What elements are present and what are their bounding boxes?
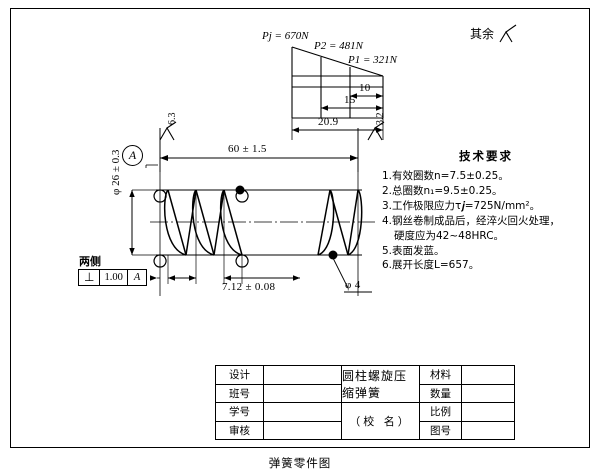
force-label-p2: P2 = 481N xyxy=(314,41,363,52)
tech-requirement-item: 6.展开长度L=657。 xyxy=(382,259,480,272)
dimension-20-9: 20.9 xyxy=(318,116,339,128)
dimension-10: 10 xyxy=(359,82,371,94)
title-block-right-label-column: 材料 数量 比例 图号 xyxy=(420,366,462,439)
title-block: 设计 班号 学号 审核 圆柱螺旋压缩弹簧 （校 名） 材料 数量 比例 图号 xyxy=(215,365,515,440)
title-block-value-field[interactable] xyxy=(462,422,514,440)
title-block-value-field[interactable] xyxy=(462,366,514,385)
drawing-frame xyxy=(10,8,590,448)
general-surface-note: 其余 xyxy=(470,27,495,41)
tolerance-note: 两侧 xyxy=(79,255,101,268)
geometric-tolerance-frame: ⊥ 1.00 A xyxy=(78,269,148,286)
figure-caption: 弹簧零件图 xyxy=(268,456,332,470)
tech-requirement-item: 2.总圈数n₁=9.5±0.25。 xyxy=(382,184,503,197)
title-block-row-label: 比例 xyxy=(420,403,462,422)
force-label-pj-text: Pj = 670N xyxy=(262,30,309,42)
force-label-p2-text: P2 = 481N xyxy=(314,40,363,52)
title-block-label-column: 设计 班号 学号 审核 xyxy=(216,366,264,439)
dimension-wire-diameter: φ 4 xyxy=(345,279,361,291)
title-block-value-field[interactable] xyxy=(462,403,514,422)
school-name: （校 名） xyxy=(342,403,420,439)
title-block-row-label: 学号 xyxy=(216,403,264,422)
title-block-row-label: 材料 xyxy=(420,366,462,385)
perpendicularity-icon: ⊥ xyxy=(79,270,101,285)
dimension-free-length: 60 ± 1.5 xyxy=(228,143,267,155)
title-block-value-field[interactable] xyxy=(264,421,342,439)
technical-requirements-title: 技术要求 xyxy=(459,149,513,163)
title-block-value-field[interactable] xyxy=(264,403,342,422)
dimension-pitch: 7.12 ± 0.08 xyxy=(222,281,276,293)
title-block-center-column: 圆柱螺旋压缩弹簧 （校 名） xyxy=(342,366,420,439)
datum-symbol-a: A xyxy=(122,145,143,166)
dimension-coil-diameter: φ 26 ± 0.3 xyxy=(110,149,122,195)
roughness-value-left: 6.3 xyxy=(167,112,178,126)
tech-requirement-item: 3.工作极限应力τ𝒋=725N/mm²。 xyxy=(382,199,541,212)
dimension-15: 15 xyxy=(344,94,356,106)
title-block-value-field[interactable] xyxy=(264,366,342,385)
force-label-p1: P1 = 321N xyxy=(348,55,397,66)
title-block-row-label: 审核 xyxy=(216,421,264,439)
technical-requirements: 技术要求 1.有效圈数n=7.5±0.25。 2.总圈数n₁=9.5±0.25。… xyxy=(382,148,590,273)
title-block-row-label: 图号 xyxy=(420,421,462,439)
tech-requirement-item: 硬度应为42~48HRC。 xyxy=(394,229,505,242)
force-label-p1-text: P1 = 321N xyxy=(348,54,397,66)
title-block-value-column[interactable] xyxy=(264,366,342,439)
part-name: 圆柱螺旋压缩弹簧 xyxy=(342,366,420,403)
force-label-pj: Pj = 670N xyxy=(262,31,309,42)
tech-requirement-item: 1.有效圈数n=7.5±0.25。 xyxy=(382,170,509,182)
title-block-right-value-column[interactable] xyxy=(462,366,514,439)
title-block-row-label: 设计 xyxy=(216,366,264,385)
tech-requirement-item: 5.表面发蓝。 xyxy=(382,244,445,257)
title-block-value-field[interactable] xyxy=(264,384,342,403)
tolerance-datum: A xyxy=(133,272,141,283)
tech-requirement-item: 4.钢丝卷制成品后，经淬火回火处理， xyxy=(382,214,561,227)
title-block-value-field[interactable] xyxy=(462,385,514,403)
title-block-row-label: 数量 xyxy=(420,384,462,403)
roughness-value-right: 3.2 xyxy=(375,112,386,126)
title-block-row-label: 班号 xyxy=(216,384,264,403)
tolerance-value: 1.00 xyxy=(100,270,128,285)
